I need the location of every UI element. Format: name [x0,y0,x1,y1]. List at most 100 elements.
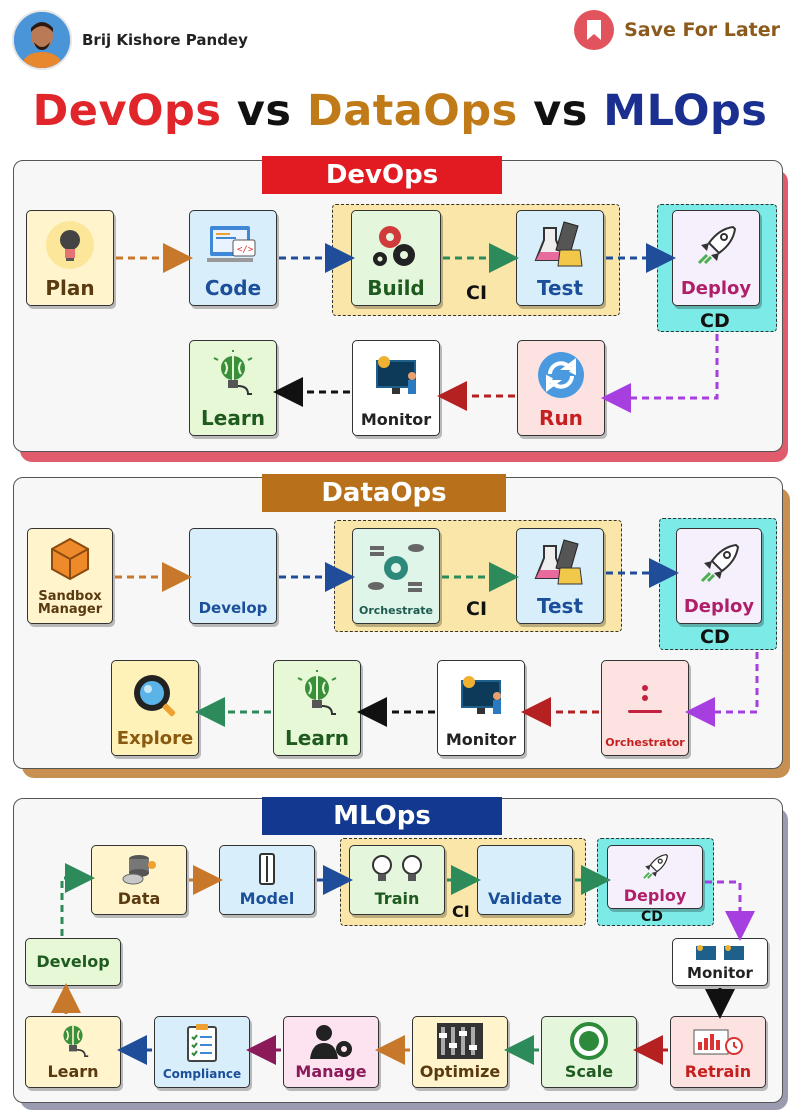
twin-bulbs-icon [372,854,422,881]
mlops-arrow-develop-data [60,863,95,936]
dataops-cd-label: CD [700,626,730,648]
devops-learn-label: Learn [201,406,265,430]
retrain-dashboard-icon [693,1029,743,1055]
dataops-sandbox-label: Sandbox Manager [37,588,103,618]
devops-arrow-deploy-run [601,334,719,413]
checklist-icon [187,1023,217,1062]
dataops-deploy-label: Deploy [683,596,755,618]
dataops-develop-label: Develop [198,599,268,618]
scale-circle-icon [570,1021,608,1060]
mlops-learn-card[interactable]: Learn [25,1016,121,1088]
database-cloud-icon [122,854,156,885]
lab-flasks-icon [534,538,583,584]
dataops-monitor-label: Monitor [445,730,517,750]
mlops-arrow-deploy-monitor [705,880,755,941]
devops-learn-card[interactable]: Learn [189,340,277,436]
mlops-monitor-label: Monitor [687,964,753,983]
devops-build-card[interactable]: Build [351,210,441,306]
mlops-learn-label: Learn [47,1062,99,1082]
mlops-ci-label: CI [452,902,470,921]
rocket-icon [643,854,669,879]
mlops-scale-card[interactable]: Scale [541,1016,637,1088]
orchestrate-gear-icon [368,544,424,593]
mlops-banner: MLOps [262,797,502,835]
dataops-ci-label: CI [466,598,488,620]
mlops-data-card[interactable]: Data [91,845,187,915]
brain-bulb-icon [297,669,337,715]
mlops-develop-card[interactable]: Develop [25,938,121,986]
devops-cd-label: CD [700,310,730,332]
brain-bulb-icon [63,1025,89,1057]
rocket-icon [697,225,737,264]
devops-build-label: Build [367,276,425,300]
devops-code-label: Code [204,276,262,300]
lab-flasks-icon [534,220,583,266]
dataops-test-label: Test [536,594,583,618]
lightbulb-icon [46,220,94,269]
devops-test-label: Test [536,276,583,300]
svg-text:</>: </> [237,245,254,255]
mlops-retrain-label: Retrain [684,1062,752,1082]
mlops-deploy-label: Deploy [623,886,687,906]
mlops-model-label: Model [239,889,295,909]
mlops-validate-card[interactable]: Validate [477,845,573,915]
orchestrator-icon [628,685,662,714]
dataops-sandbox-card[interactable]: Sandbox Manager [27,528,113,624]
dataops-deploy-card[interactable]: Deploy [676,528,762,624]
mlops-data-label: Data [117,889,161,909]
mlops-retrain-card[interactable]: Retrain [670,1016,766,1088]
title-vs-2: vs [517,86,604,136]
title-mlops: MLOps [603,86,768,136]
monitor-screen-icon [376,355,416,394]
dataops-banner: DataOps [262,474,506,512]
dataops-learn-card[interactable]: Learn [273,660,361,756]
mlops-validate-label: Validate [487,889,563,909]
title-vs-1: vs [221,86,307,136]
mlops-scale-label: Scale [564,1062,614,1082]
devops-monitor-card[interactable]: Monitor [352,340,440,436]
dataops-explore-card[interactable]: Explore [111,660,199,756]
avatar [12,10,72,70]
dataops-explore-label: Explore [116,728,194,750]
title-devops: DevOps [32,86,222,136]
mlops-optimize-label: Optimize [419,1062,501,1082]
mlops-manage-label: Manage [295,1062,367,1082]
magnifier-icon [134,674,176,716]
code-editor-icon: </> [207,225,256,262]
devops-banner: DevOps [262,156,502,194]
mlops-optimize-card[interactable]: Optimize [412,1016,508,1088]
dataops-orchestrator-card[interactable]: Orchestrator [601,660,689,756]
mlops-cd-label: CD [641,909,663,925]
devops-deploy-card[interactable]: Deploy [672,210,760,306]
dataops-orchestrator-label: Orchestrator [605,736,685,750]
devops-ci-label: CI [466,282,488,304]
dataops-orchestrate-card[interactable]: Orchestrate [352,528,440,624]
rocket-icon [700,543,740,582]
mlops-deploy-card[interactable]: Deploy [607,845,703,909]
mlops-model-card[interactable]: Model [219,845,315,915]
devops-plan-card[interactable]: Plan [26,210,114,306]
mlops-train-label: Train [374,889,420,909]
author-name: Brij Kishore Pandey [82,31,248,49]
mlops-compliance-card[interactable]: Compliance [154,1016,250,1088]
dataops-develop-card[interactable]: Develop [189,528,277,624]
author-block: Brij Kishore Pandey [12,10,248,70]
devops-deploy-label: Deploy [680,278,752,300]
page-title: DevOps vs DataOps vs MLOps [0,86,800,136]
devops-test-card[interactable]: Test [516,210,604,306]
dataops-monitor-card[interactable]: Monitor [437,660,525,756]
save-for-later-button[interactable]: Save For Later [574,10,780,50]
gears-icon [373,225,415,266]
dataops-test-card[interactable]: Test [516,528,604,624]
cube-icon [51,538,89,581]
devops-plan-label: Plan [45,276,95,300]
mlops-develop-label: Develop [36,951,110,971]
sliders-icon [437,1022,483,1059]
mlops-monitor-card[interactable]: Monitor [672,938,768,986]
model-pillar-icon [259,852,275,885]
monitor-screen-icon [461,675,501,714]
mlops-train-card[interactable]: Train [349,845,445,915]
monitor-screens-icon [696,944,744,960]
mlops-manage-card[interactable]: Manage [283,1016,379,1088]
